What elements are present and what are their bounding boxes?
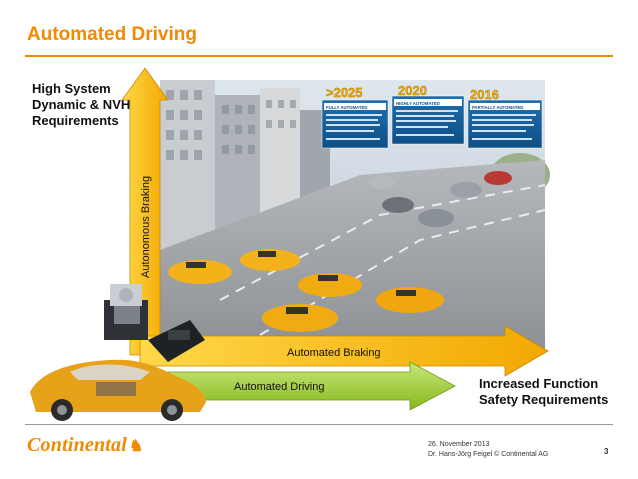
car-yellow-2 <box>240 249 300 271</box>
logo-wordmark: Continental <box>27 434 128 456</box>
car-yellow-1 <box>168 260 232 284</box>
roadmap-banner-partially <box>467 99 543 149</box>
title-divider <box>25 55 613 57</box>
footer-divider <box>25 424 613 425</box>
roadmap-banner-fully <box>321 99 389 149</box>
roadmap-level-3: PARTIALLY AUTOMATED <box>472 105 523 110</box>
vertical-axis-heading: High System Dynamic & NVH Requirements <box>32 81 130 129</box>
automated-braking-label: Automated Braking <box>287 347 381 359</box>
horizontal-axis-heading: Increased Function Safety Requirements <box>479 376 608 408</box>
brake-module-image <box>104 284 148 340</box>
continental-logo: Continental♞ <box>27 434 144 457</box>
car-red-1 <box>484 171 512 185</box>
roadmap-year-2: 2020 <box>398 83 427 98</box>
roadmap-banner-highly <box>391 95 465 145</box>
vertical-axis-heading-line-3: Requirements <box>32 113 119 128</box>
car-cutaway-image <box>30 359 206 421</box>
control-unit-image <box>148 320 205 362</box>
automated-braking-arrow <box>139 325 549 377</box>
horizontal-axis-heading-line-1: Increased Function <box>479 376 599 391</box>
autonomous-braking-label: Autonomous Braking <box>140 176 152 278</box>
roadmap-year-1: >2025 <box>326 85 363 100</box>
car-grey-3 <box>450 182 482 198</box>
page-number: 3 <box>604 447 609 456</box>
car-yellow-3 <box>298 273 362 297</box>
vertical-axis-heading-line-1: High System <box>32 81 111 96</box>
car-yellow-4 <box>262 304 338 332</box>
roadmap-level-1: FULLY AUTOMATED <box>326 105 367 110</box>
automated-driving-label: Automated Driving <box>234 381 325 393</box>
vertical-axis-heading-line-2: Dynamic & NVH <box>32 97 131 112</box>
car-grey-2 <box>418 209 454 227</box>
car-grey-1 <box>382 197 414 213</box>
horse-icon: ♞ <box>129 438 144 455</box>
roadmap-year-3: 2016 <box>470 87 499 102</box>
autonomous-braking-arrow <box>121 67 169 356</box>
footer-author: Dr. Hans-Jörg Feigel © Continental AG <box>428 451 549 458</box>
roadmap-level-2: HIGHLY AUTOMATED <box>396 101 440 106</box>
car-grey-4 <box>368 175 396 189</box>
footer-info: 26. November 2013 Dr. Hans-Jörg Feigel ©… <box>428 440 548 460</box>
slide-title: Automated Driving <box>27 24 197 45</box>
footer-date: 26. November 2013 <box>428 441 490 448</box>
car-yellow-5 <box>376 287 444 313</box>
horizontal-axis-heading-line-2: Safety Requirements <box>479 392 609 407</box>
city-road-photo <box>160 80 550 350</box>
